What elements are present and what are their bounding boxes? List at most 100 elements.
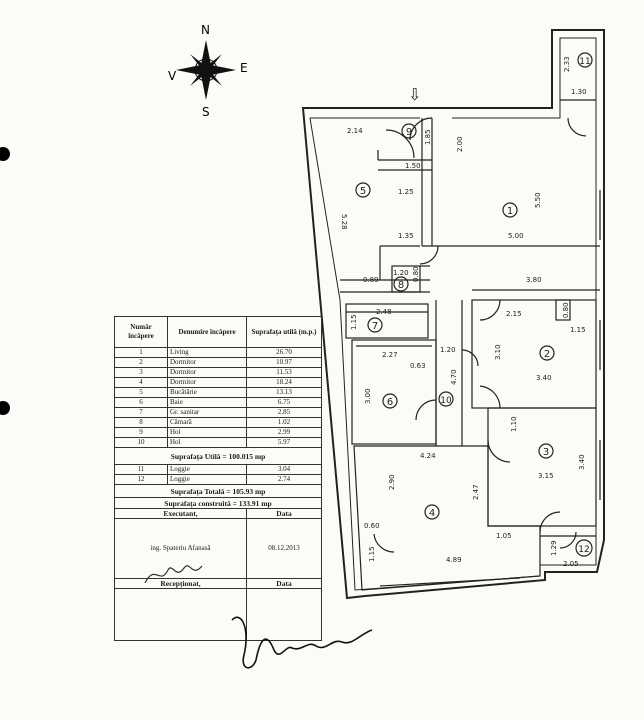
table-cell: Dormitor xyxy=(167,377,247,388)
room-label-6: 6 xyxy=(387,397,393,408)
table-cell: 10.97 xyxy=(246,357,322,368)
dim-185: 1.85 xyxy=(424,129,432,145)
dim-115c: 1.15 xyxy=(368,546,376,562)
table-cell: Loggie xyxy=(167,464,247,475)
compass-rose: N S E V xyxy=(168,23,248,119)
dim-205: 2.05 xyxy=(563,560,579,568)
table-cell: 26.70 xyxy=(246,347,322,358)
dim-060: 0.60 xyxy=(364,522,380,530)
table-cell: Dormitor xyxy=(167,367,247,378)
table-cell: 13.13 xyxy=(246,387,322,398)
dim-129: 1.29 xyxy=(550,540,558,556)
table-cell: 2.74 xyxy=(246,474,322,485)
table-cell: Baie xyxy=(167,397,247,408)
dim-120b: 1.20 xyxy=(440,346,456,354)
dim-200: 2.00 xyxy=(456,136,464,152)
dim-110: 1.10 xyxy=(510,416,518,432)
dim-528: 5.28 xyxy=(340,214,348,230)
dim-340a: 3.40 xyxy=(536,374,552,382)
compass-e: E xyxy=(240,61,248,75)
entrance-arrow-icon: ⇩ xyxy=(408,85,421,104)
table-cell: 2 xyxy=(114,357,168,368)
table-cell xyxy=(246,588,322,641)
surface-table: Număr încăpere Denumire încăpere Suprafa… xyxy=(114,316,322,652)
table-cell: 2.85 xyxy=(246,407,322,418)
date-label: Data xyxy=(246,508,322,519)
table-cell: Cămară xyxy=(167,417,247,428)
dim-080a: 0.80 xyxy=(412,266,420,282)
dim-215: 2.15 xyxy=(506,310,522,318)
table-cell: 5 xyxy=(114,387,168,398)
dim-550: 5.50 xyxy=(534,192,542,208)
room-label-3: 3 xyxy=(543,447,549,458)
room-label-10: 10 xyxy=(440,396,452,406)
table-cell: Loggie xyxy=(167,474,247,485)
table-cell xyxy=(114,588,322,641)
room-label-12: 12 xyxy=(578,545,589,555)
table-cell: Bucătărie xyxy=(167,387,247,398)
dim-115b: 1.15 xyxy=(570,326,586,334)
room-label-2: 2 xyxy=(544,349,550,360)
dim-247: 2.47 xyxy=(472,484,480,500)
room-label-11: 11 xyxy=(579,57,590,67)
engineer-name: ing. Spateriu Afanasă xyxy=(114,518,247,579)
table-cell: Suprafața Totală = 105.93 mp xyxy=(114,484,322,498)
dim-310: 3.10 xyxy=(494,344,502,360)
table-cell: 1.02 xyxy=(246,417,322,428)
dim-063: 0.63 xyxy=(410,362,426,370)
compass-s: S xyxy=(202,105,210,119)
table-cell: 3.04 xyxy=(246,464,322,475)
table-cell: Suprafața construită = 133.91 mp xyxy=(114,497,322,509)
table-cell: Hol xyxy=(167,437,247,448)
date-label-2: Data xyxy=(246,578,322,589)
table-cell: 7 xyxy=(114,407,168,418)
dim-080b: 0.80 xyxy=(562,302,570,318)
table-cell: 11 xyxy=(114,464,168,475)
room-label-1: 1 xyxy=(507,206,513,217)
compass-n: N xyxy=(201,23,210,37)
signature-receptionat xyxy=(231,616,373,669)
executant-label: Executant, xyxy=(114,508,247,519)
signature-executant xyxy=(144,565,203,584)
dim-300: 3.00 xyxy=(364,388,372,404)
compass-v: V xyxy=(168,69,177,83)
table-cell: Număr încăpere Denumire încăpere Suprafa… xyxy=(114,316,322,348)
room-label-9: 9 xyxy=(406,127,412,138)
punch-hole-bottom xyxy=(0,401,10,415)
table-cell: Executant, Data xyxy=(114,508,322,519)
useful-area-total: Suprafața Utilă = 100.015 mp xyxy=(114,447,322,465)
dim-115a: 1.15 xyxy=(350,314,358,330)
table-cell: 2.99 xyxy=(246,427,322,438)
dim-500: 5.00 xyxy=(508,232,524,240)
dim-470: 4.70 xyxy=(450,369,458,385)
table-cell: Suprafața Utilă = 100.015 mp xyxy=(114,447,322,465)
table-cell: 18.24 xyxy=(246,377,322,388)
room-label-5: 5 xyxy=(360,186,366,197)
table-cell: 4 xyxy=(114,377,168,388)
table-cell xyxy=(114,588,247,641)
header-number: Număr încăpere xyxy=(114,316,168,348)
dim-227: 2.27 xyxy=(382,351,398,359)
dim-120a: 1.20 xyxy=(393,269,409,277)
table-cell: Living xyxy=(167,347,247,358)
dim-130: 1.30 xyxy=(571,88,587,96)
dim-214: 2.14 xyxy=(347,127,363,135)
table-cell: 12 xyxy=(114,474,168,485)
dim-248: 2.48 xyxy=(376,308,392,316)
room-label-4: 4 xyxy=(429,508,435,519)
dim-380: 3.80 xyxy=(526,276,542,284)
dim-290: 2.90 xyxy=(388,474,396,490)
total-area: Suprafața Totală = 105.93 mp xyxy=(114,484,322,498)
table-cell: 5.97 xyxy=(246,437,322,448)
dim-150: 1.50 xyxy=(405,162,421,170)
table-cell: 1 xyxy=(114,347,168,358)
